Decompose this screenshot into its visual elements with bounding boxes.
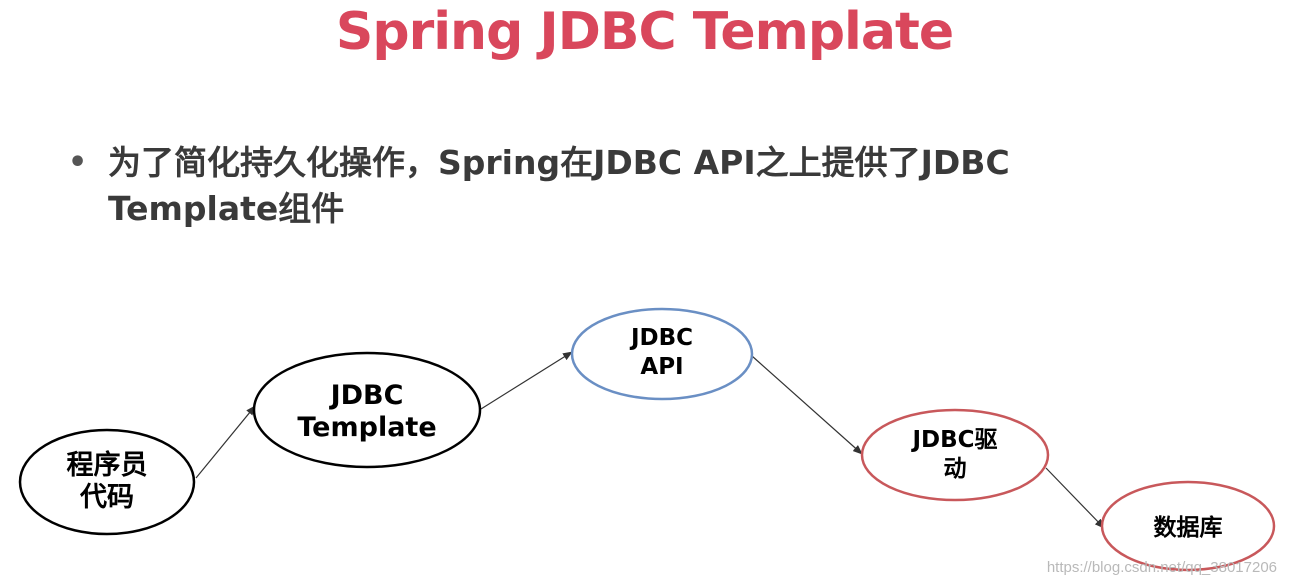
node-jdbc-template-shape	[252, 351, 482, 469]
node-programmer-code: 程序员 代码	[18, 428, 196, 536]
node-programmer-code-label-line2: 代码	[79, 482, 134, 513]
node-database: 数据库	[1100, 480, 1276, 572]
node-jdbc-api-label-line1: JDBC	[629, 325, 693, 351]
node-jdbc-api: JDBC API	[570, 307, 754, 401]
arrow-template-to-api	[480, 351, 573, 410]
arrow-driver-to-database	[1045, 467, 1105, 529]
arrow-code-to-template	[195, 405, 256, 479]
node-jdbc-driver: JDBC驱 动	[860, 408, 1050, 502]
bullet-line-1: 为了简化持久化操作，Spring在JDBC API之上提供了JDBC	[108, 143, 1010, 182]
bullet-text: 为了简化持久化操作，Spring在JDBC API之上提供了JDBC Templ…	[108, 140, 1068, 232]
node-jdbc-driver-label-line1: JDBC驱	[910, 427, 997, 453]
node-jdbc-template: JDBC Template	[252, 351, 482, 469]
node-jdbc-template-label-line1: JDBC	[329, 380, 404, 411]
watermark: https://blog.csdn.net/qq_38017206	[1046, 559, 1277, 576]
bullet-dot-icon: •	[68, 145, 88, 180]
node-jdbc-template-label-line2: Template	[297, 412, 436, 443]
node-jdbc-driver-label-line2: 动	[944, 456, 967, 482]
node-jdbc-api-shape	[570, 307, 754, 401]
node-programmer-code-label-line1: 程序员	[67, 449, 148, 481]
arrow-api-to-driver	[751, 355, 863, 455]
node-programmer-code-shape	[18, 428, 196, 536]
node-database-label: 数据库	[1154, 515, 1223, 541]
node-jdbc-driver-shape	[860, 408, 1050, 502]
bullet-line-2: Template组件	[108, 189, 345, 228]
node-jdbc-api-label-line2: API	[640, 354, 683, 380]
node-database-shape	[1100, 480, 1276, 572]
slide-title: Spring JDBC Template	[335, 2, 954, 62]
